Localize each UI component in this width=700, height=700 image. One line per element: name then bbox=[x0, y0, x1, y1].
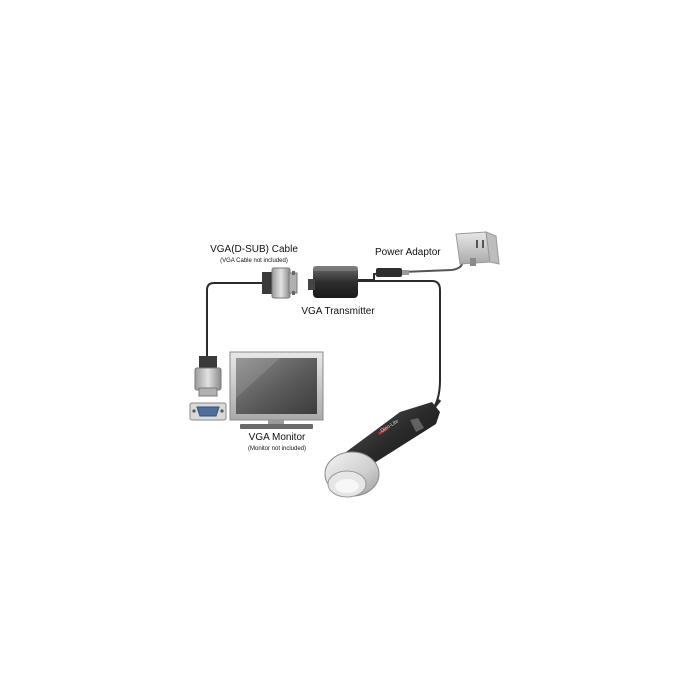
vga-monitor bbox=[229, 351, 324, 429]
monitor-title: VGA Monitor bbox=[248, 432, 306, 443]
transmitter-title: VGA Transmitter bbox=[301, 306, 375, 317]
vga-connector-top bbox=[262, 267, 298, 299]
cable-title: VGA(D-SUB) Cable bbox=[210, 244, 298, 255]
vga-connector-bottom bbox=[194, 356, 222, 397]
adaptor-title: Power Adaptor bbox=[375, 247, 441, 258]
cable-note: (VGA Cable not included) bbox=[220, 258, 288, 264]
vga-port bbox=[189, 402, 227, 421]
digital-microscope bbox=[324, 399, 442, 498]
power-adaptor bbox=[455, 231, 500, 266]
microscope-cable-line bbox=[357, 280, 441, 411]
dc-plug bbox=[376, 268, 409, 277]
vga-cable-line bbox=[206, 282, 266, 360]
monitor-note: (Monitor not included) bbox=[247, 446, 307, 452]
vga-transmitter bbox=[308, 266, 358, 298]
